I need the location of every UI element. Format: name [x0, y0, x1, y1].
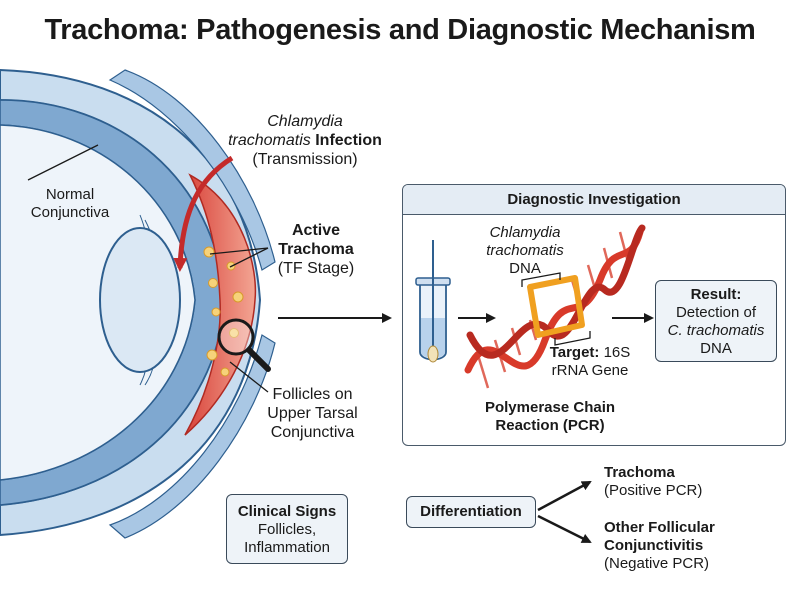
positive-outcome-name: Trachoma — [604, 464, 675, 481]
normal-conjunctiva-leader — [27, 144, 99, 181]
active-trachoma-line1: Active — [291, 222, 341, 239]
differentiation-box: Differentiation — [406, 496, 536, 528]
target-16s-segment — [527, 275, 585, 338]
diagnostic-investigation-panel: Diagnostic Investigation — [402, 184, 786, 446]
follicles-leader — [229, 361, 269, 393]
follicles — [203, 246, 244, 377]
dna-label-line3: DNA — [509, 260, 541, 277]
upper-eyelid — [108, 69, 276, 271]
negative-outcome-name-line1: Other Follicular — [604, 519, 715, 536]
diagnostic-investigation-header: Diagnostic Investigation — [403, 185, 785, 215]
result-line2: C. trachomatis — [667, 322, 765, 339]
negative-outcome-name-line2: Conjunctivitis — [604, 537, 704, 554]
result-title: Result: — [690, 286, 742, 303]
magnifying-glass-icon — [217, 318, 271, 372]
infection-arrow — [173, 155, 234, 272]
target-label-rest: 16S — [603, 344, 631, 361]
lens — [99, 227, 181, 373]
swab-tube-icon — [415, 240, 451, 363]
infection-line3: (Transmission) — [252, 151, 358, 168]
normal-conjunctiva-label: Normal Conjunctiva — [10, 186, 130, 222]
infection-line2-bold: Infection — [315, 132, 382, 149]
active-trachoma-line2: Trachoma — [278, 241, 354, 258]
target-label: Target: 16S rRNA Gene — [535, 344, 645, 380]
result-box: Result: Detection of C. trachomatis DNA — [655, 280, 777, 362]
follicles-label: Follicles on Upper Tarsal Conjunctiva — [255, 385, 370, 442]
clinical-signs-line2: Inflammation — [244, 539, 330, 556]
dna-label: Chlamydia trachomatis DNA — [470, 224, 580, 278]
pcr-label: Polymerase Chain Reaction (PCR) — [470, 399, 630, 435]
normal-conjunctiva-line2: Conjunctiva — [30, 204, 110, 221]
infection-line1: Chlamydia — [267, 113, 343, 130]
clinical-signs-box: Clinical Signs Follicles, Inflammation — [226, 494, 348, 564]
negative-branch-arrow — [537, 514, 592, 544]
normal-conjunctiva-line1: Normal — [45, 186, 95, 203]
leader-lines — [27, 144, 269, 393]
pcr-label-line2: Reaction (PCR) — [495, 417, 605, 434]
clinical-signs-title: Clinical Signs — [237, 503, 337, 520]
pcr-label-line1: Polymerase Chain — [484, 399, 616, 416]
eye-cross-section — [0, 68, 276, 539]
inflamed-tarsal-conjunctiva — [184, 173, 257, 436]
follicles-line2: Upper Tarsal — [267, 405, 358, 422]
tf-stage-label: (TF Stage) — [277, 260, 355, 277]
negative-outcome-note: (Negative PCR) — [604, 555, 710, 572]
target-label-bold: Target: — [549, 344, 600, 361]
result-line1: Detection of — [675, 304, 757, 321]
infection-line2-italic: trachomatis — [228, 132, 311, 149]
active-trachoma-leader-2 — [229, 247, 269, 268]
negative-outcome-label: Other Follicular Conjunctivitis (Negativ… — [604, 519, 784, 573]
positive-outcome-label: Trachoma (Positive PCR) — [604, 464, 784, 500]
target-label-line2: rRNA Gene — [551, 362, 629, 379]
result-line3: DNA — [700, 340, 732, 357]
clinical-signs-line1: Follicles, — [257, 521, 317, 538]
positive-outcome-note: (Positive PCR) — [604, 482, 703, 499]
page-title: Trachoma: Pathogenesis and Diagnostic Me… — [44, 14, 756, 46]
dna-label-line1: Chlamydia — [489, 224, 561, 241]
follicles-line1: Follicles on — [272, 386, 353, 403]
active-trachoma-label: Active Trachoma (TF Stage) — [270, 221, 362, 278]
infection-label: Chlamydia trachomatis Infection (Transmi… — [205, 112, 405, 169]
dna-label-brackets — [521, 272, 591, 346]
positive-branch-arrow — [537, 480, 592, 512]
dna-helix-icon — [464, 224, 646, 389]
follicles-line3: Conjunctiva — [270, 424, 355, 441]
active-trachoma-leader-1 — [209, 247, 269, 255]
dna-label-line2: trachomatis — [486, 242, 564, 259]
